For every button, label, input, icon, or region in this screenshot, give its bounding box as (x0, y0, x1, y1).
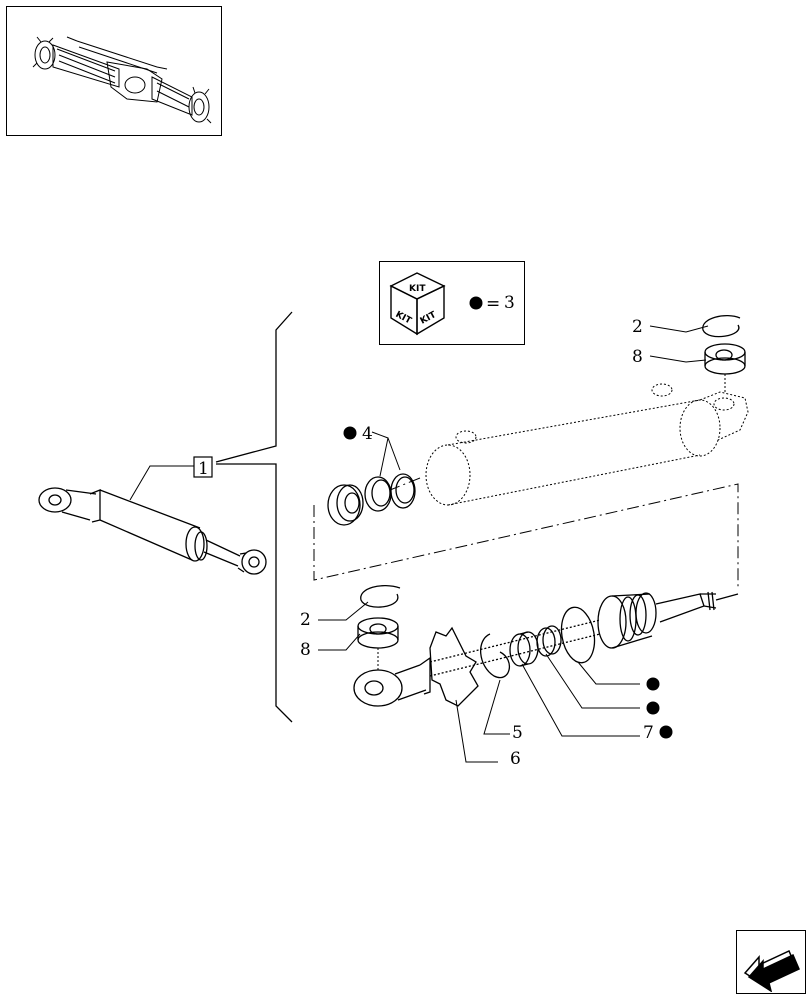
kit-bullet-4 (343, 426, 357, 440)
kit-label-top: KIT (409, 284, 426, 294)
callout-7: 7 (643, 723, 654, 743)
leader-8-top (649, 355, 707, 363)
rod-snap-ring-icon (480, 633, 510, 679)
kit-quantity: 3 (504, 293, 515, 313)
next-page-button[interactable] (736, 930, 806, 994)
callout-8-bottom: 8 (300, 640, 311, 660)
kit-legend-graphic: KIT KIT KIT = 3 (389, 272, 515, 336)
kit-bullet-7 (659, 725, 673, 739)
callout-4: 4 (362, 424, 373, 444)
filled-circle-icon (469, 296, 483, 310)
axle-assembly-icon (32, 36, 212, 124)
leader-bearing-kit (545, 653, 640, 709)
rod-bearing-icon (509, 625, 562, 667)
leader-o-ring-kit (577, 661, 640, 685)
leader-4 (371, 431, 401, 477)
overview-thumbnail[interactable] (6, 6, 222, 136)
leader-8-bottom (318, 633, 361, 651)
kit-equals: = (486, 294, 500, 314)
callout-1: 1 (198, 459, 209, 479)
leader-2-bottom (318, 601, 369, 621)
callout-2-bottom: 2 (300, 610, 311, 630)
bottom-bushing-icon (357, 617, 399, 649)
leader-1 (129, 465, 194, 501)
kit-bullet-bearing (646, 701, 660, 715)
kit-legend: KIT KIT KIT = 3 (379, 261, 525, 345)
group-bracket-top (215, 311, 293, 463)
callout-8-top: 8 (632, 347, 643, 367)
lock-washer-icon (429, 626, 479, 707)
callout-1-box (193, 456, 213, 478)
callout-5: 5 (512, 723, 523, 743)
callout-2-top: 2 (632, 317, 643, 337)
callout-6: 6 (510, 749, 521, 769)
piston-o-ring-icon (560, 606, 596, 664)
kit-cube-right-icon (416, 284, 445, 336)
kit-label-right: KIT (419, 310, 439, 327)
piston-rod-icon (353, 591, 739, 707)
seal-rings-icon (327, 473, 416, 526)
assembly-axis-lines (313, 477, 739, 590)
kit-label-left: KIT (394, 310, 414, 327)
leader-2-top (649, 325, 709, 333)
next-page-arrow-icon (743, 949, 800, 993)
bottom-snap-ring-icon (360, 585, 401, 608)
leader-6 (455, 699, 498, 763)
top-snap-ring-icon (702, 315, 741, 338)
assembled-cylinder-icon (38, 487, 267, 575)
leader-5 (483, 679, 510, 735)
kit-bullet-o-ring (646, 677, 660, 691)
group-bracket-bottom (216, 463, 293, 723)
leader-7 (521, 663, 640, 737)
top-bushing-icon (704, 343, 746, 375)
cylinder-barrel-icon (425, 383, 749, 506)
